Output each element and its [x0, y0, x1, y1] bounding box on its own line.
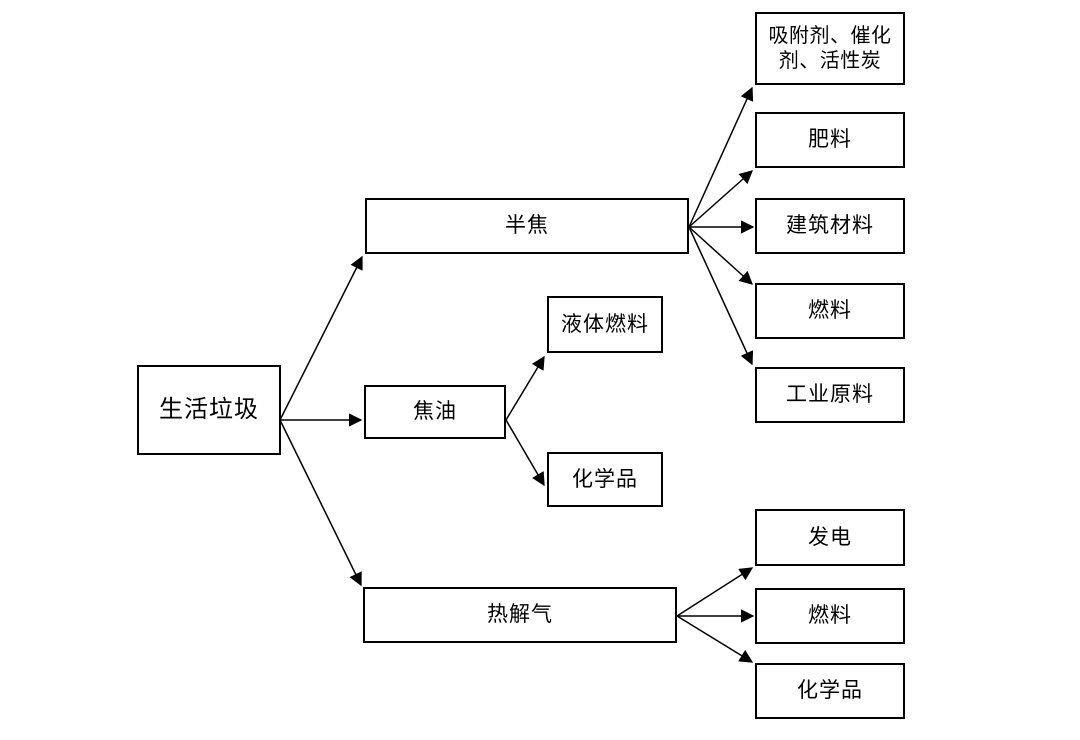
edge-gas-to-power: [676, 567, 754, 617]
edge-waste-to-semicoke: [279, 255, 363, 421]
node-semi-coke: 半焦: [365, 198, 689, 254]
edge-semicoke-to-industrial: [688, 226, 754, 366]
node-adsorbent-catalyst-activated-carbon: 吸附剂、催化 剂、活性炭: [755, 12, 905, 85]
node-pyrolysis-gas: 热解气: [363, 587, 677, 643]
node-fertilizer: 肥料: [755, 112, 905, 168]
node-building-materials: 建筑材料: [755, 198, 905, 254]
node-liquid-fuel: 液体燃料: [547, 296, 663, 353]
node-label-line-1: 吸附剂、催化: [768, 24, 892, 47]
node-fuel-from-semi-coke: 燃料: [755, 283, 905, 339]
node-tar: 焦油: [364, 385, 506, 439]
edge-gas-to-chemicals: [676, 615, 754, 663]
node-power-generation: 发电: [755, 509, 905, 566]
node-industrial-raw-materials: 工业原料: [755, 367, 905, 423]
edge-tar-to-liquidfuel: [505, 355, 545, 421]
node-label-line-2: 剂、活性炭: [778, 49, 882, 72]
node-household-waste: 生活垃圾: [137, 365, 281, 455]
edge-semicoke-to-adsorbent: [688, 86, 754, 228]
edge-semicoke-to-fuel: [688, 226, 754, 285]
node-chemicals-from-tar: 化学品: [547, 452, 663, 507]
node-chemicals-from-gas: 化学品: [755, 663, 905, 719]
edge-tar-to-chemicals: [505, 419, 545, 487]
node-fuel-from-gas: 燃料: [755, 588, 905, 644]
edge-semicoke-to-fertilizer: [688, 170, 754, 228]
edge-waste-to-gas: [279, 419, 362, 587]
